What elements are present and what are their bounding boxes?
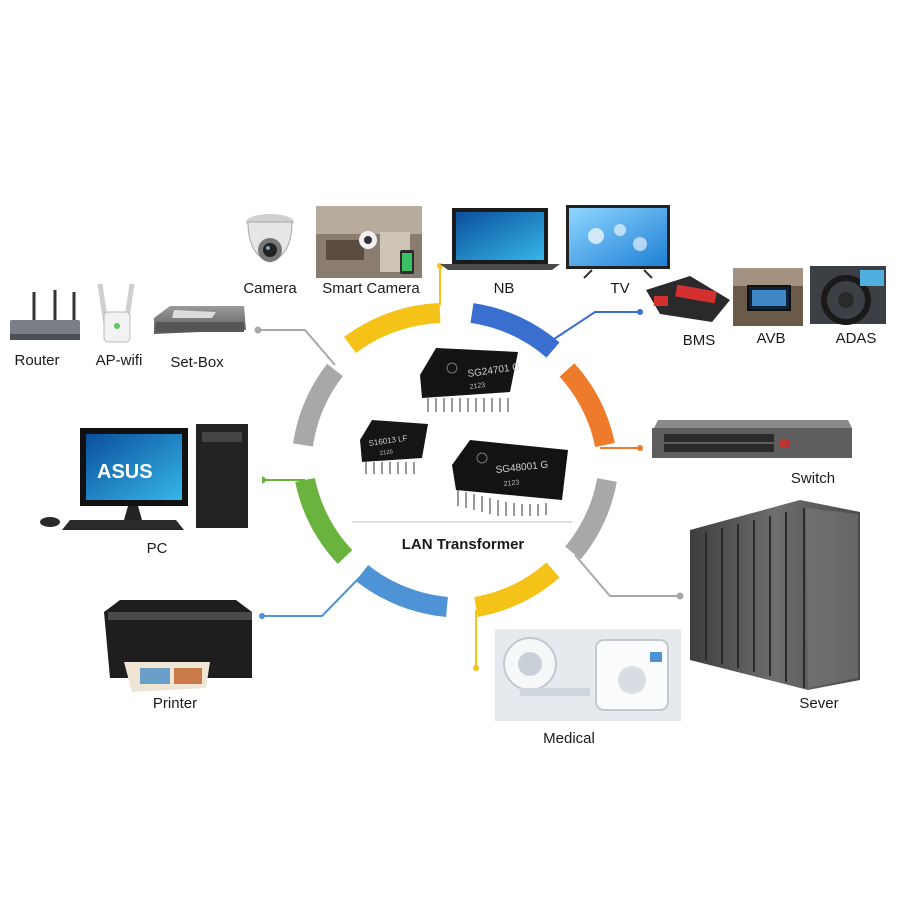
router-icon [10,290,80,340]
notebook-icon [440,208,560,270]
arc-gray-left [293,363,344,447]
chip-s16013: S16013 LF 2126 [360,420,428,474]
set-box-icon [154,306,246,334]
server-rack-icon [690,500,860,690]
connector-tv [544,311,640,346]
set-box-label: Set-Box [170,354,224,371]
camera-icon [246,214,294,263]
connector-server [574,554,680,597]
arc-yellow-bottom [474,562,560,617]
camera-label: Camera [243,280,297,297]
medical-photo [495,629,681,721]
switch-label: Switch [790,470,836,487]
chip-code: 2123 [503,479,519,488]
pc-brand: ASUS [97,461,153,483]
connector-printer [262,574,363,617]
chip-sg48001: SG48001 G 2123 [452,440,568,516]
pc-label: PC [146,540,168,557]
arc-gray-right [565,477,617,560]
nb-label: NB [493,280,515,297]
medical-label: Medical [543,730,595,747]
adas-label: ADAS [835,330,877,347]
center-title: LAN Transformer [401,536,525,553]
printer-icon [104,600,252,692]
arc-green [295,477,353,564]
avb-photo [733,268,803,326]
arc-orange [559,363,615,448]
server-label: Sever [799,695,839,712]
arc-yellow-top [343,303,441,354]
arc-blue-top [470,303,560,358]
connector-setbox [258,329,336,366]
ap-wifi-icon [97,283,135,343]
pc-icon: ASUS [40,424,248,530]
router-label: Router [14,352,60,369]
chip-code: 2123 [469,382,486,391]
switch-icon [652,420,852,458]
smart-camera-photo [316,206,422,278]
arc-lightblue-bottom [355,565,449,617]
tv-label: TV [610,280,630,297]
smart-camera-label: Smart Camera [322,280,420,297]
adas-photo [810,266,886,325]
printer-label: Printer [152,695,198,712]
connector-pc-arrow [262,476,268,484]
ap-wifi-label: AP-wifi [95,352,143,369]
connectors [254,263,684,671]
chip-code: 2126 [379,449,394,457]
avb-label: AVB [756,330,786,347]
bms-icon [646,276,730,322]
tv-icon [566,205,670,279]
bms-label: BMS [682,332,716,349]
chip-sg24701: SG24701 G 2123 [420,348,521,412]
ring [293,303,617,617]
